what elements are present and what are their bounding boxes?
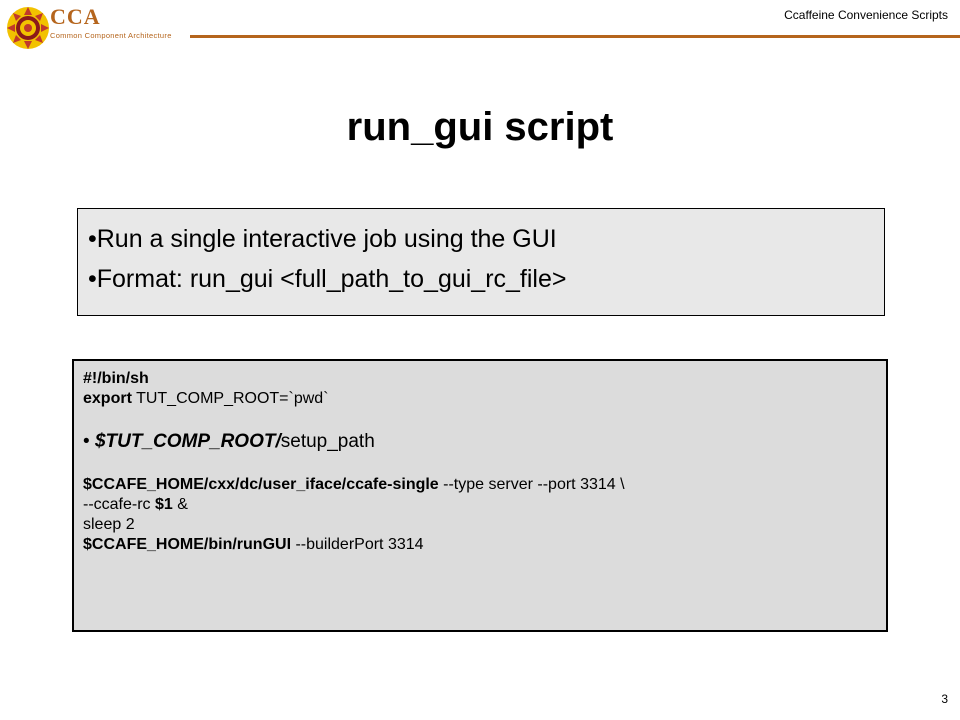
code-arg-one: $1 xyxy=(155,496,173,513)
code-path-ccafe-single: $CCAFE_HOME/cxx/dc/user_iface/ccafe-sing… xyxy=(83,476,439,493)
logo-text: CCA xyxy=(50,4,101,29)
code-background-op: & xyxy=(172,496,188,513)
code-keyword-export: export xyxy=(83,390,132,407)
cca-logo-icon xyxy=(7,7,49,49)
bullet-box: •Run a single interactive job using the … xyxy=(77,208,885,316)
code-ccafe-rc-flag: --ccafe-rc xyxy=(83,496,155,513)
code-export-assignment: TUT_COMP_ROOT=`pwd` xyxy=(131,390,329,407)
code-setup-path: setup_path xyxy=(280,431,375,452)
code-line-rungui: $CCAFE_HOME/bin/runGUI --builderPort 331… xyxy=(83,535,886,555)
code-ccafe-single-args: --type server --port 3314 \ xyxy=(438,476,625,493)
code-var-tut-comp-root: $TUT_COMP_ROOT/ xyxy=(94,431,281,452)
code-line-shebang: #!/bin/sh xyxy=(83,370,149,387)
code-bullet: • xyxy=(83,431,95,452)
bullet-item-format: •Format: run_gui <full_path_to_gui_rc_fi… xyxy=(88,265,567,293)
slide-title: run_gui script xyxy=(346,105,614,149)
header-title: Ccaffeine Convenience Scripts xyxy=(784,8,948,22)
code-blank-line xyxy=(83,409,886,429)
code-line-export: export TUT_COMP_ROOT=`pwd` xyxy=(83,389,886,409)
code-line-ccafe-rc: --ccafe-rc $1 & xyxy=(83,495,886,515)
header-rule xyxy=(190,35,960,38)
bullet-item-run: •Run a single interactive job using the … xyxy=(88,225,557,253)
logo-subtitle: Common Component Architecture xyxy=(50,31,172,40)
page-number: 3 xyxy=(941,692,948,706)
code-blank-line xyxy=(83,455,886,475)
code-box: #!/bin/sh export TUT_COMP_ROOT=`pwd` • $… xyxy=(72,359,888,632)
code-path-rungui: $CCAFE_HOME/bin/runGUI xyxy=(83,536,292,553)
code-line-ccafe-single: $CCAFE_HOME/cxx/dc/user_iface/ccafe-sing… xyxy=(83,475,886,495)
code-line-setup: • $TUT_COMP_ROOT/setup_path xyxy=(83,429,886,455)
code-rungui-args: --builderPort 3314 xyxy=(291,536,424,553)
code-line-sleep: sleep 2 xyxy=(83,516,135,533)
